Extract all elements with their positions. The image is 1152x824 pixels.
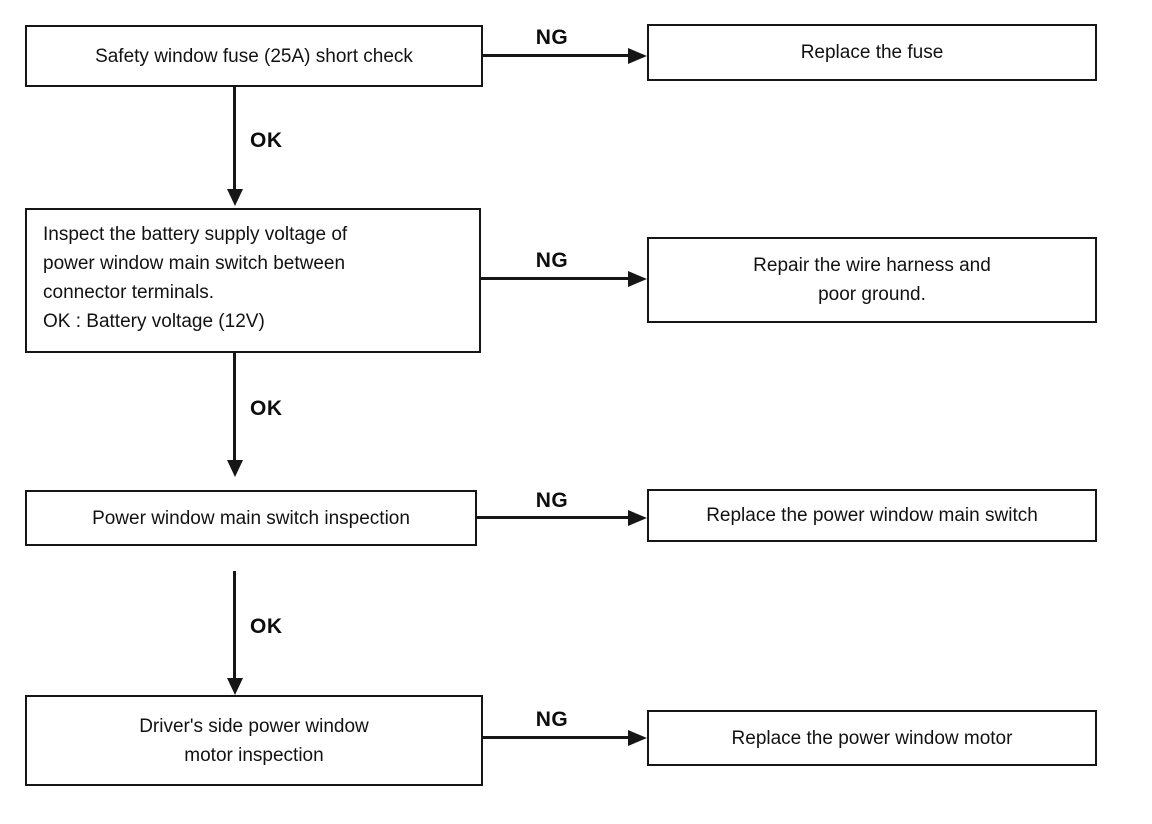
step-box-motor-inspection: Driver's side power window motor inspect… — [25, 695, 483, 786]
ng-arrowhead-3 — [628, 510, 647, 526]
action-box-repair-harness: Repair the wire harness and poor ground. — [647, 237, 1097, 323]
ok-arrow-line-1 — [233, 87, 236, 190]
ok-arrowhead-1 — [227, 189, 243, 206]
ng-label-1: NG — [535, 26, 569, 49]
ok-arrow-line-3 — [233, 571, 236, 679]
ok-label-2: OK — [250, 397, 283, 420]
ok-arrowhead-3 — [227, 678, 243, 695]
ng-label-3: NG — [535, 489, 569, 512]
step-box-main-switch-inspection: Power window main switch inspection — [25, 490, 477, 546]
action-box-replace-fuse: Replace the fuse — [647, 24, 1097, 81]
ok-arrow-line-2 — [233, 353, 236, 461]
action-box-replace-main-switch: Replace the power window main switch — [647, 489, 1097, 542]
ng-arrowhead-4 — [628, 730, 647, 746]
ng-arrow-line-4 — [483, 736, 631, 739]
step-box-fuse-check: Safety window fuse (25A) short check — [25, 25, 483, 87]
ng-arrowhead-2 — [628, 271, 647, 287]
ng-label-2: NG — [535, 249, 569, 272]
ng-arrowhead-1 — [628, 48, 647, 64]
ok-arrowhead-2 — [227, 460, 243, 477]
ng-arrow-line-3 — [477, 516, 631, 519]
step-box-battery-voltage: Inspect the battery supply voltage of po… — [25, 208, 481, 353]
ng-label-4: NG — [535, 708, 569, 731]
ng-arrow-line-2 — [481, 277, 631, 280]
ok-label-1: OK — [250, 129, 283, 152]
ok-label-3: OK — [250, 615, 283, 638]
action-box-replace-motor: Replace the power window motor — [647, 710, 1097, 766]
ng-arrow-line-1 — [483, 54, 631, 57]
